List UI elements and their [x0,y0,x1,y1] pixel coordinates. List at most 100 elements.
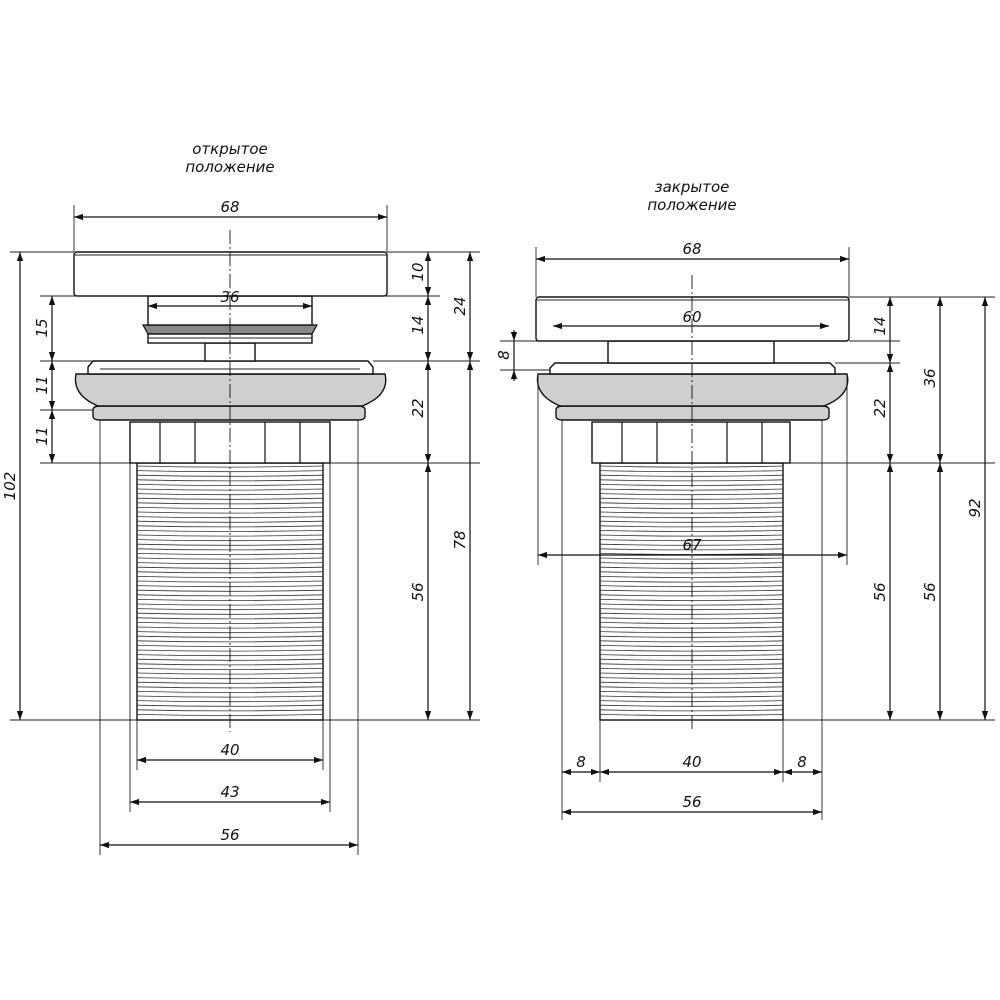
thread-line [599,576,784,578]
closed-dim-side-left: 8 [576,753,586,771]
thread-line [599,502,784,505]
thread-line [599,700,784,703]
thread-line [599,571,784,574]
open-dim-cap-height: 10 [409,262,427,281]
thread-line [599,658,784,661]
thread-line [599,654,784,657]
thread-line [136,470,324,473]
open-flange-top-ring [87,360,374,375]
thread-line [599,691,784,693]
thread-line [599,668,784,670]
thread-line [599,626,784,629]
closed-hex-nut [591,421,791,464]
thread-line [599,617,784,620]
closed-stem [607,340,775,364]
thread-line [599,520,784,523]
open-dim-flange-a: 11 [33,375,51,394]
closed-seal-washer [555,405,830,421]
open-dim-stem-width: 36 [220,288,239,306]
thread-line [599,562,784,565]
thread-line [599,488,784,491]
thread-line [599,704,784,707]
open-seal-washer [92,405,366,421]
thread-line [599,709,784,712]
thread-line [599,635,784,638]
open-dim-gap: 15 [33,318,51,337]
thread-line [599,511,784,514]
open-dim-cap-width: 68 [220,198,239,216]
closed-dim-cap-height: 14 [871,316,889,335]
thread-line [599,649,784,652]
open-dim-flange-width: 56 [220,826,239,844]
thread-line [599,534,784,537]
thread-line [136,645,324,647]
thread-line [599,599,784,601]
thread-line [599,470,784,473]
thread-line [599,681,784,684]
closed-dim-upper: 36 [921,368,939,387]
thread-line [136,534,324,537]
thread-line [599,465,784,468]
open-dim-thread-width: 40 [220,741,239,759]
thread-line [136,553,324,555]
closed-dim-gap: 8 [495,350,513,360]
thread-line [599,525,784,528]
closed-dim-collar: 22 [871,398,889,417]
thread-line [599,548,784,551]
thread-line [599,530,784,532]
open-caption-line1: открытое [192,140,267,158]
closed-dim-cap-width: 68 [682,240,701,258]
thread-line [599,631,784,634]
closed-dim-thread-width: 40 [682,753,701,771]
thread-line [599,677,784,680]
closed-threaded-body [599,462,784,721]
closed-dim-side-right: 8 [797,753,807,771]
open-dim-flange-b: 11 [33,426,51,445]
thread-line [599,663,784,666]
thread-line [599,603,784,606]
thread-line [599,493,784,496]
thread-line [599,589,784,592]
closed-dim-thread-height-b: 56 [921,582,939,601]
thread-line [599,695,784,698]
open-dim-body: 78 [451,530,469,549]
thread-line [136,617,324,620]
thread-line [599,672,784,675]
thread-line [599,539,784,542]
open-dim-collar: 22 [409,398,427,417]
open-dim-total-top: 24 [451,296,469,315]
open-caption-line2: положение [185,158,274,176]
thread-line [136,704,324,707]
closed-cap [535,296,850,342]
thread-line [136,663,324,666]
thread-line [599,585,784,588]
thread-line [136,557,324,560]
closed-dim-overall: 92 [966,498,984,517]
thread-line [136,640,324,643]
closed-flange-top-ring [549,362,836,375]
thread-line [599,557,784,560]
thread-line [599,507,784,509]
thread-line [599,645,784,647]
open-dim-thread-height: 56 [409,582,427,601]
open-cap [73,251,388,297]
thread-line [599,479,784,482]
thread-line [136,622,324,624]
closed-dim-thread-height-a: 56 [871,582,889,601]
thread-line [599,686,784,689]
open-dim-stem-height: 14 [409,315,427,334]
open-flange [74,373,387,407]
thread-line [599,640,784,643]
thread-line [599,608,784,611]
thread-line [136,530,324,532]
thread-line [599,497,784,500]
thread-line [599,714,784,716]
thread-line [136,668,324,670]
closed-dim-flange-width: 56 [682,793,701,811]
thread-line [136,511,324,514]
open-dim-nut-width: 43 [220,783,239,801]
thread-line [136,507,324,509]
closed-caption-line2: положение [647,196,736,214]
thread-line [599,474,784,477]
